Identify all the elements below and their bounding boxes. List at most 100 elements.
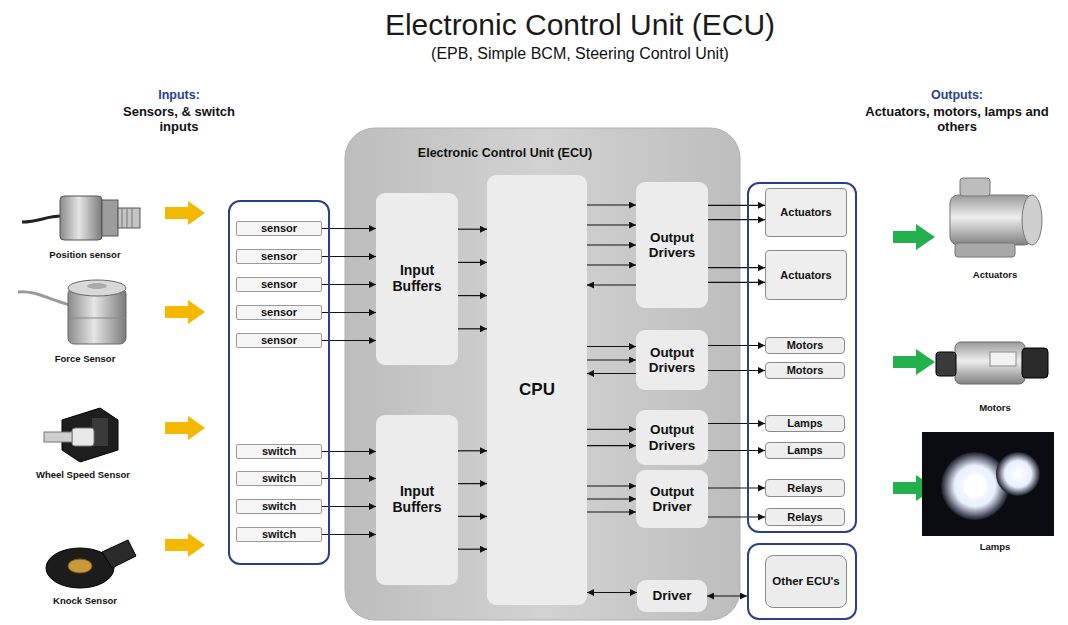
signal-arrow [587, 204, 636, 205]
signal-arrow [458, 229, 487, 230]
box-label: Relays [787, 511, 822, 523]
box-label: Motors [787, 339, 824, 351]
motor-picture [936, 342, 1048, 384]
box-label: switch [262, 445, 296, 457]
lamp-picture [922, 432, 1054, 536]
signal-arrow [587, 346, 636, 347]
signal-arrow [322, 256, 376, 257]
ecu-link-box: Other ECU's [747, 543, 857, 620]
box-label: Output Driver [640, 484, 704, 514]
output-box: Relays [765, 508, 845, 526]
picture-caption: Position sensor [20, 250, 150, 261]
signal-arrow [707, 595, 747, 596]
group-heading: Inputs: [158, 88, 200, 102]
text-holder: Driver [652, 588, 691, 603]
signal-arrow [458, 328, 487, 329]
diagram-title: Electronic Control Unit (ECU) [280, 8, 880, 43]
picture-caption: Wheel Speed Sensor [8, 470, 158, 481]
text-holder: switch [262, 528, 296, 540]
signal-arrow [708, 282, 765, 283]
box-label: sensor [261, 250, 297, 262]
signal-arrow [458, 295, 487, 296]
picture-caption: Force Sensor [20, 354, 150, 365]
force-sensor-picture [18, 280, 126, 344]
signal-arrow [322, 284, 376, 285]
output-box: Relays [765, 479, 845, 497]
signal-arrow [587, 498, 636, 499]
signal-arrow [458, 262, 487, 263]
signal-arrow [708, 205, 765, 206]
output-group: Outputs:Actuators, motors, lamps and oth… [747, 182, 857, 533]
signal-arrow [587, 244, 636, 245]
text-holder: Electronic Control Unit (ECU) [400, 146, 610, 160]
subtitle: (EPB, Simple BCM, Steering Control Unit) [330, 45, 830, 63]
text-holder: Output Drivers [640, 422, 704, 452]
input-buffer-block: Input Buffers [376, 415, 458, 585]
signal-arrow [587, 445, 636, 446]
text-holder: Other ECU's [765, 555, 847, 608]
output-driver-block: Output Driver [636, 470, 708, 528]
switch-input-box: switch [236, 471, 322, 486]
output-box: Lamps [765, 415, 845, 432]
signal-arrow [458, 483, 487, 484]
sensor-input-box: sensor [236, 221, 322, 236]
signal-arrow [458, 450, 487, 451]
sensor-input-box: sensor [236, 249, 322, 264]
signal-arrow [587, 511, 636, 512]
text-holder: Output Drivers [640, 345, 704, 375]
text-holder: Relays [787, 511, 822, 523]
text-holder: CPU [519, 380, 555, 399]
sensor-input-box: sensor [236, 305, 322, 320]
switch-input-box: switch [236, 527, 322, 542]
text-holder: sensor [261, 250, 297, 262]
picture-caption: Knock Sensor [20, 596, 150, 607]
signal-arrow [587, 264, 636, 265]
output-box: Actuators [765, 188, 847, 237]
text-holder: Motors [787, 339, 824, 351]
picture-caption: Lamps [935, 542, 1055, 553]
box-label: Output Drivers [640, 422, 704, 452]
box-label: Actuators [780, 269, 831, 281]
box-label: sensor [261, 306, 297, 318]
box-label: switch [262, 500, 296, 512]
text-holder: Outputs:Actuators, motors, lamps and oth… [862, 88, 1052, 134]
text-holder: Input Buffers [380, 484, 454, 515]
signal-arrow [587, 485, 636, 486]
signal-arrow [587, 284, 636, 285]
box-label: Output Drivers [640, 230, 704, 260]
signal-arrow [458, 549, 487, 550]
output-box: Actuators [765, 250, 847, 300]
input-buffer-block: Input Buffers [376, 193, 458, 365]
signal-arrow [322, 478, 376, 479]
box-label: Other ECU's [772, 575, 839, 588]
text-holder: Actuators [780, 269, 831, 281]
switch-input-box: switch [236, 499, 322, 514]
text-holder: sensor [261, 334, 297, 346]
picture-caption: Motors [935, 403, 1055, 414]
signal-arrow [322, 228, 376, 229]
box-label: Input Buffers [380, 484, 454, 515]
ecu-housing: Electronic Control Unit (ECU) Input Buffe… [345, 128, 740, 620]
signal-arrow [322, 506, 376, 507]
output-driver-block: Driver [637, 580, 707, 612]
text-holder: Relays [787, 482, 822, 494]
group-subheading: Sensors, & switch inputs [104, 105, 254, 134]
signal-arrow [708, 370, 765, 371]
signal-arrow [587, 224, 636, 225]
text-holder: Lamps [787, 444, 822, 456]
signal-arrow [708, 219, 765, 220]
input-group: Inputs:Sensors, & switch inputssensorsen… [228, 200, 330, 565]
text-holder: Inputs: Sensors, & switch inputs [104, 88, 254, 134]
text-holder: Input Buffers [380, 263, 454, 294]
box-label: switch [262, 472, 296, 484]
signal-arrow [587, 429, 636, 430]
box-label: Lamps [787, 417, 822, 429]
box-label: sensor [261, 334, 297, 346]
signal-arrow [322, 451, 376, 452]
position-sensor-picture [22, 196, 140, 240]
actuator-picture [950, 178, 1042, 257]
box-label: Output Drivers [640, 345, 704, 375]
text-holder: sensor [261, 278, 297, 290]
ecu-housing-shape [345, 128, 740, 620]
